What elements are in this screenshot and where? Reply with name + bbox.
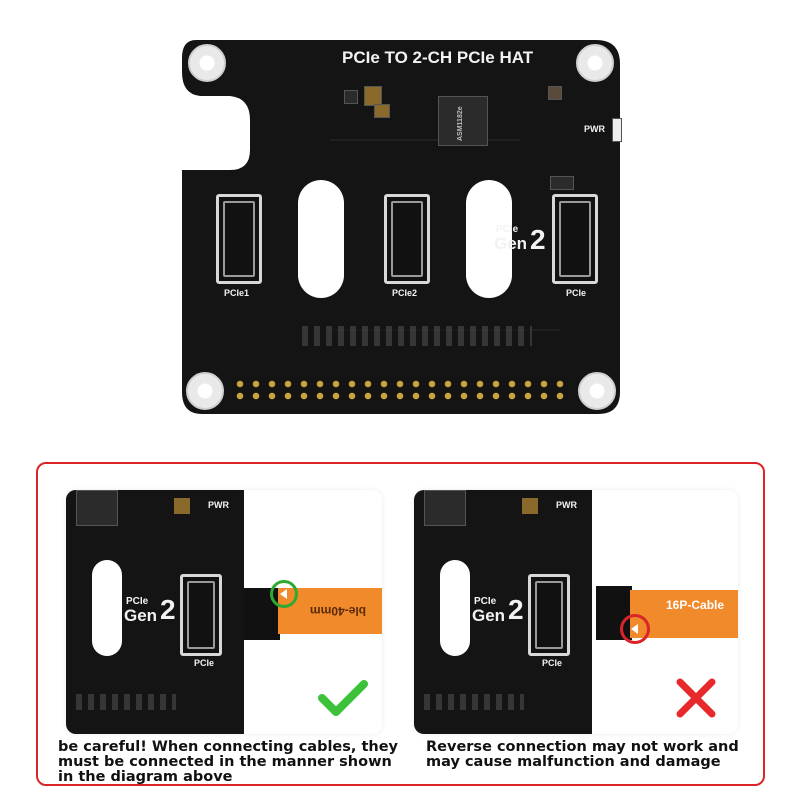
board-title: PCIe TO 2-CH PCIe HAT [342, 48, 534, 67]
pwr-label-correct: PWR [208, 500, 229, 510]
pin1-highlight-wrong [620, 614, 650, 644]
component-row-wrong [424, 694, 524, 710]
pcie2-connector[interactable] [384, 194, 430, 284]
component [548, 86, 562, 100]
pcie2-label: PCIe2 [392, 288, 418, 298]
pwr-label-wrong: PWR [556, 500, 577, 510]
pin1-triangle-wrong [631, 624, 638, 634]
cross-icon [676, 678, 716, 718]
pcie1-connector[interactable] [216, 194, 262, 284]
pcie-connector-wrong[interactable] [528, 574, 570, 656]
hat-board-photo: PCIe TO 2-CH PCIe HAT PWR ASM1182e PCIe1… [0, 0, 800, 440]
check-icon [318, 680, 368, 716]
cable-text-wrong: 16P-Cable [666, 598, 725, 612]
badge-pcie-wrong: PCIe [474, 596, 497, 607]
chip-marking: ASM1182e [457, 106, 464, 141]
caption-wrong: Reverse connection may not work and may … [426, 739, 739, 770]
chip-wrong [424, 490, 466, 526]
component-wrong [522, 498, 538, 514]
pcie1-label: PCIe1 [224, 288, 250, 298]
badge-gen-text: Gen [494, 234, 528, 253]
badge-pcie-correct: PCIe [126, 596, 149, 607]
pin1-highlight-correct [270, 580, 298, 608]
board-slot-left [298, 180, 344, 298]
component [550, 176, 574, 190]
cable-text-correct: ble-40mm [310, 604, 367, 618]
caption-correct: be careful! When connecting cables, they… [58, 739, 398, 785]
mounting-hole-bottom-right [578, 372, 616, 410]
badge-num-correct: 2 [160, 594, 176, 625]
component-row-correct [76, 694, 176, 710]
component [374, 104, 390, 118]
component-row [302, 326, 532, 346]
connector-label-wrong: PCIe [542, 658, 563, 668]
component [344, 90, 358, 104]
chip-correct [76, 490, 118, 526]
pcie-connector[interactable] [552, 194, 598, 284]
bridge-chip: ASM1182e [438, 96, 488, 146]
badge-num-wrong: 2 [508, 594, 524, 625]
component [612, 118, 622, 142]
slot-wrong [440, 560, 470, 656]
mounting-hole-bottom-left [186, 372, 224, 410]
component-correct [174, 498, 190, 514]
badge-gen-correct: Gen [124, 606, 158, 625]
badge-gen-wrong: Gen [472, 606, 506, 625]
badge-pcie-text: PCIe [496, 224, 519, 235]
slot-correct [92, 560, 122, 656]
pcie-label: PCIe [566, 288, 587, 298]
component [364, 86, 382, 106]
panel-correct: PWR PCIe Gen 2 PCIe ble-40mm [66, 490, 382, 734]
panel-wrong: PWR PCIe Gen 2 PCIe 16P-Cable [414, 490, 738, 734]
mounting-hole-top-right [576, 44, 614, 82]
pwr-label: PWR [584, 124, 605, 134]
board-slot-right [466, 180, 512, 298]
badge-gen-number: 2 [530, 224, 546, 255]
pcie-connector-correct[interactable] [180, 574, 222, 656]
connector-label-correct: PCIe [194, 658, 215, 668]
pin1-triangle-correct [280, 589, 287, 599]
mounting-hole-top-left [188, 44, 226, 82]
gpio-header [232, 378, 572, 402]
